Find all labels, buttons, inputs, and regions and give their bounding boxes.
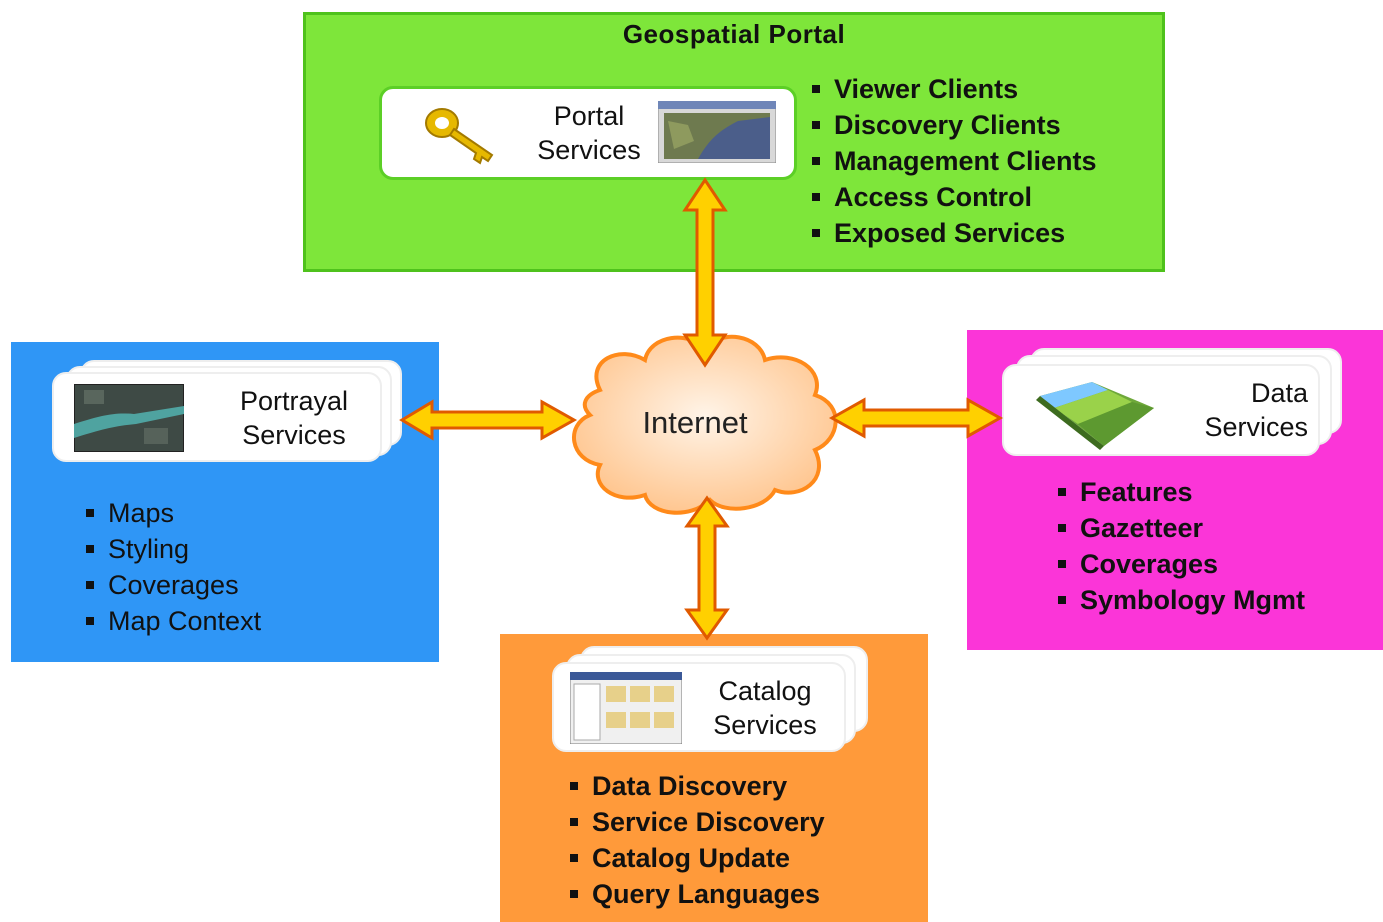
- arrow-internet-data: [828, 397, 1004, 439]
- list-item: Symbology Mgmt: [1056, 582, 1305, 618]
- data-card-label-line2: Services: [1204, 412, 1308, 442]
- catalog-services-card: Catalog Services: [552, 662, 846, 752]
- map-screenshot-icon: [658, 101, 776, 163]
- list-item: Catalog Update: [568, 840, 825, 876]
- arrow-internet-catalog: [684, 495, 730, 641]
- list-item: Query Languages: [568, 876, 825, 912]
- arrow-portrayal-internet: [399, 399, 578, 441]
- portal-services-card: Portal Services: [379, 86, 797, 180]
- aerial-map-icon: [74, 384, 184, 452]
- list-item: Gazetteer: [1056, 510, 1305, 546]
- data-bullet-list: Features Gazetteer Coverages Symbology M…: [1056, 474, 1305, 618]
- portrayal-services-card: Portrayal Services: [52, 372, 382, 462]
- list-item: Service Discovery: [568, 804, 825, 840]
- list-item: Features: [1056, 474, 1305, 510]
- portal-title: Geospatial Portal: [622, 19, 846, 49]
- list-item: Discovery Clients: [810, 107, 1097, 143]
- data-card-label-line1: Data: [1250, 378, 1308, 408]
- list-item: Coverages: [1056, 546, 1305, 582]
- portrayal-card-label-line2: Services: [242, 420, 346, 450]
- list-item: Map Context: [84, 603, 261, 639]
- terrain-model-icon: [1036, 382, 1154, 450]
- arrow-portal-internet: [682, 177, 728, 368]
- portal-card-label-line1: Portal: [553, 101, 625, 131]
- portal-card-label-line2: Services: [537, 135, 641, 165]
- list-item: Exposed Services: [810, 215, 1097, 251]
- catalog-window-icon: [570, 672, 682, 744]
- catalog-card-label-line1: Catalog: [718, 676, 812, 706]
- list-item: Data Discovery: [568, 768, 825, 804]
- list-item: Coverages: [84, 567, 261, 603]
- list-item: Access Control: [810, 179, 1097, 215]
- data-services-card: Data Services: [1002, 364, 1320, 456]
- portal-bullet-list: Viewer Clients Discovery Clients Managem…: [810, 71, 1097, 251]
- list-item: Maps: [84, 495, 261, 531]
- list-item: Management Clients: [810, 143, 1097, 179]
- portrayal-bullet-list: Maps Styling Coverages Map Context: [84, 495, 261, 639]
- portrayal-card-label-line1: Portrayal: [239, 386, 349, 416]
- internet-label: Internet: [642, 405, 748, 440]
- key-icon: [425, 108, 494, 165]
- list-item: Viewer Clients: [810, 71, 1097, 107]
- catalog-card-label-line2: Services: [713, 710, 817, 740]
- list-item: Styling: [84, 531, 261, 567]
- catalog-bullet-list: Data Discovery Service Discovery Catalog…: [568, 768, 825, 912]
